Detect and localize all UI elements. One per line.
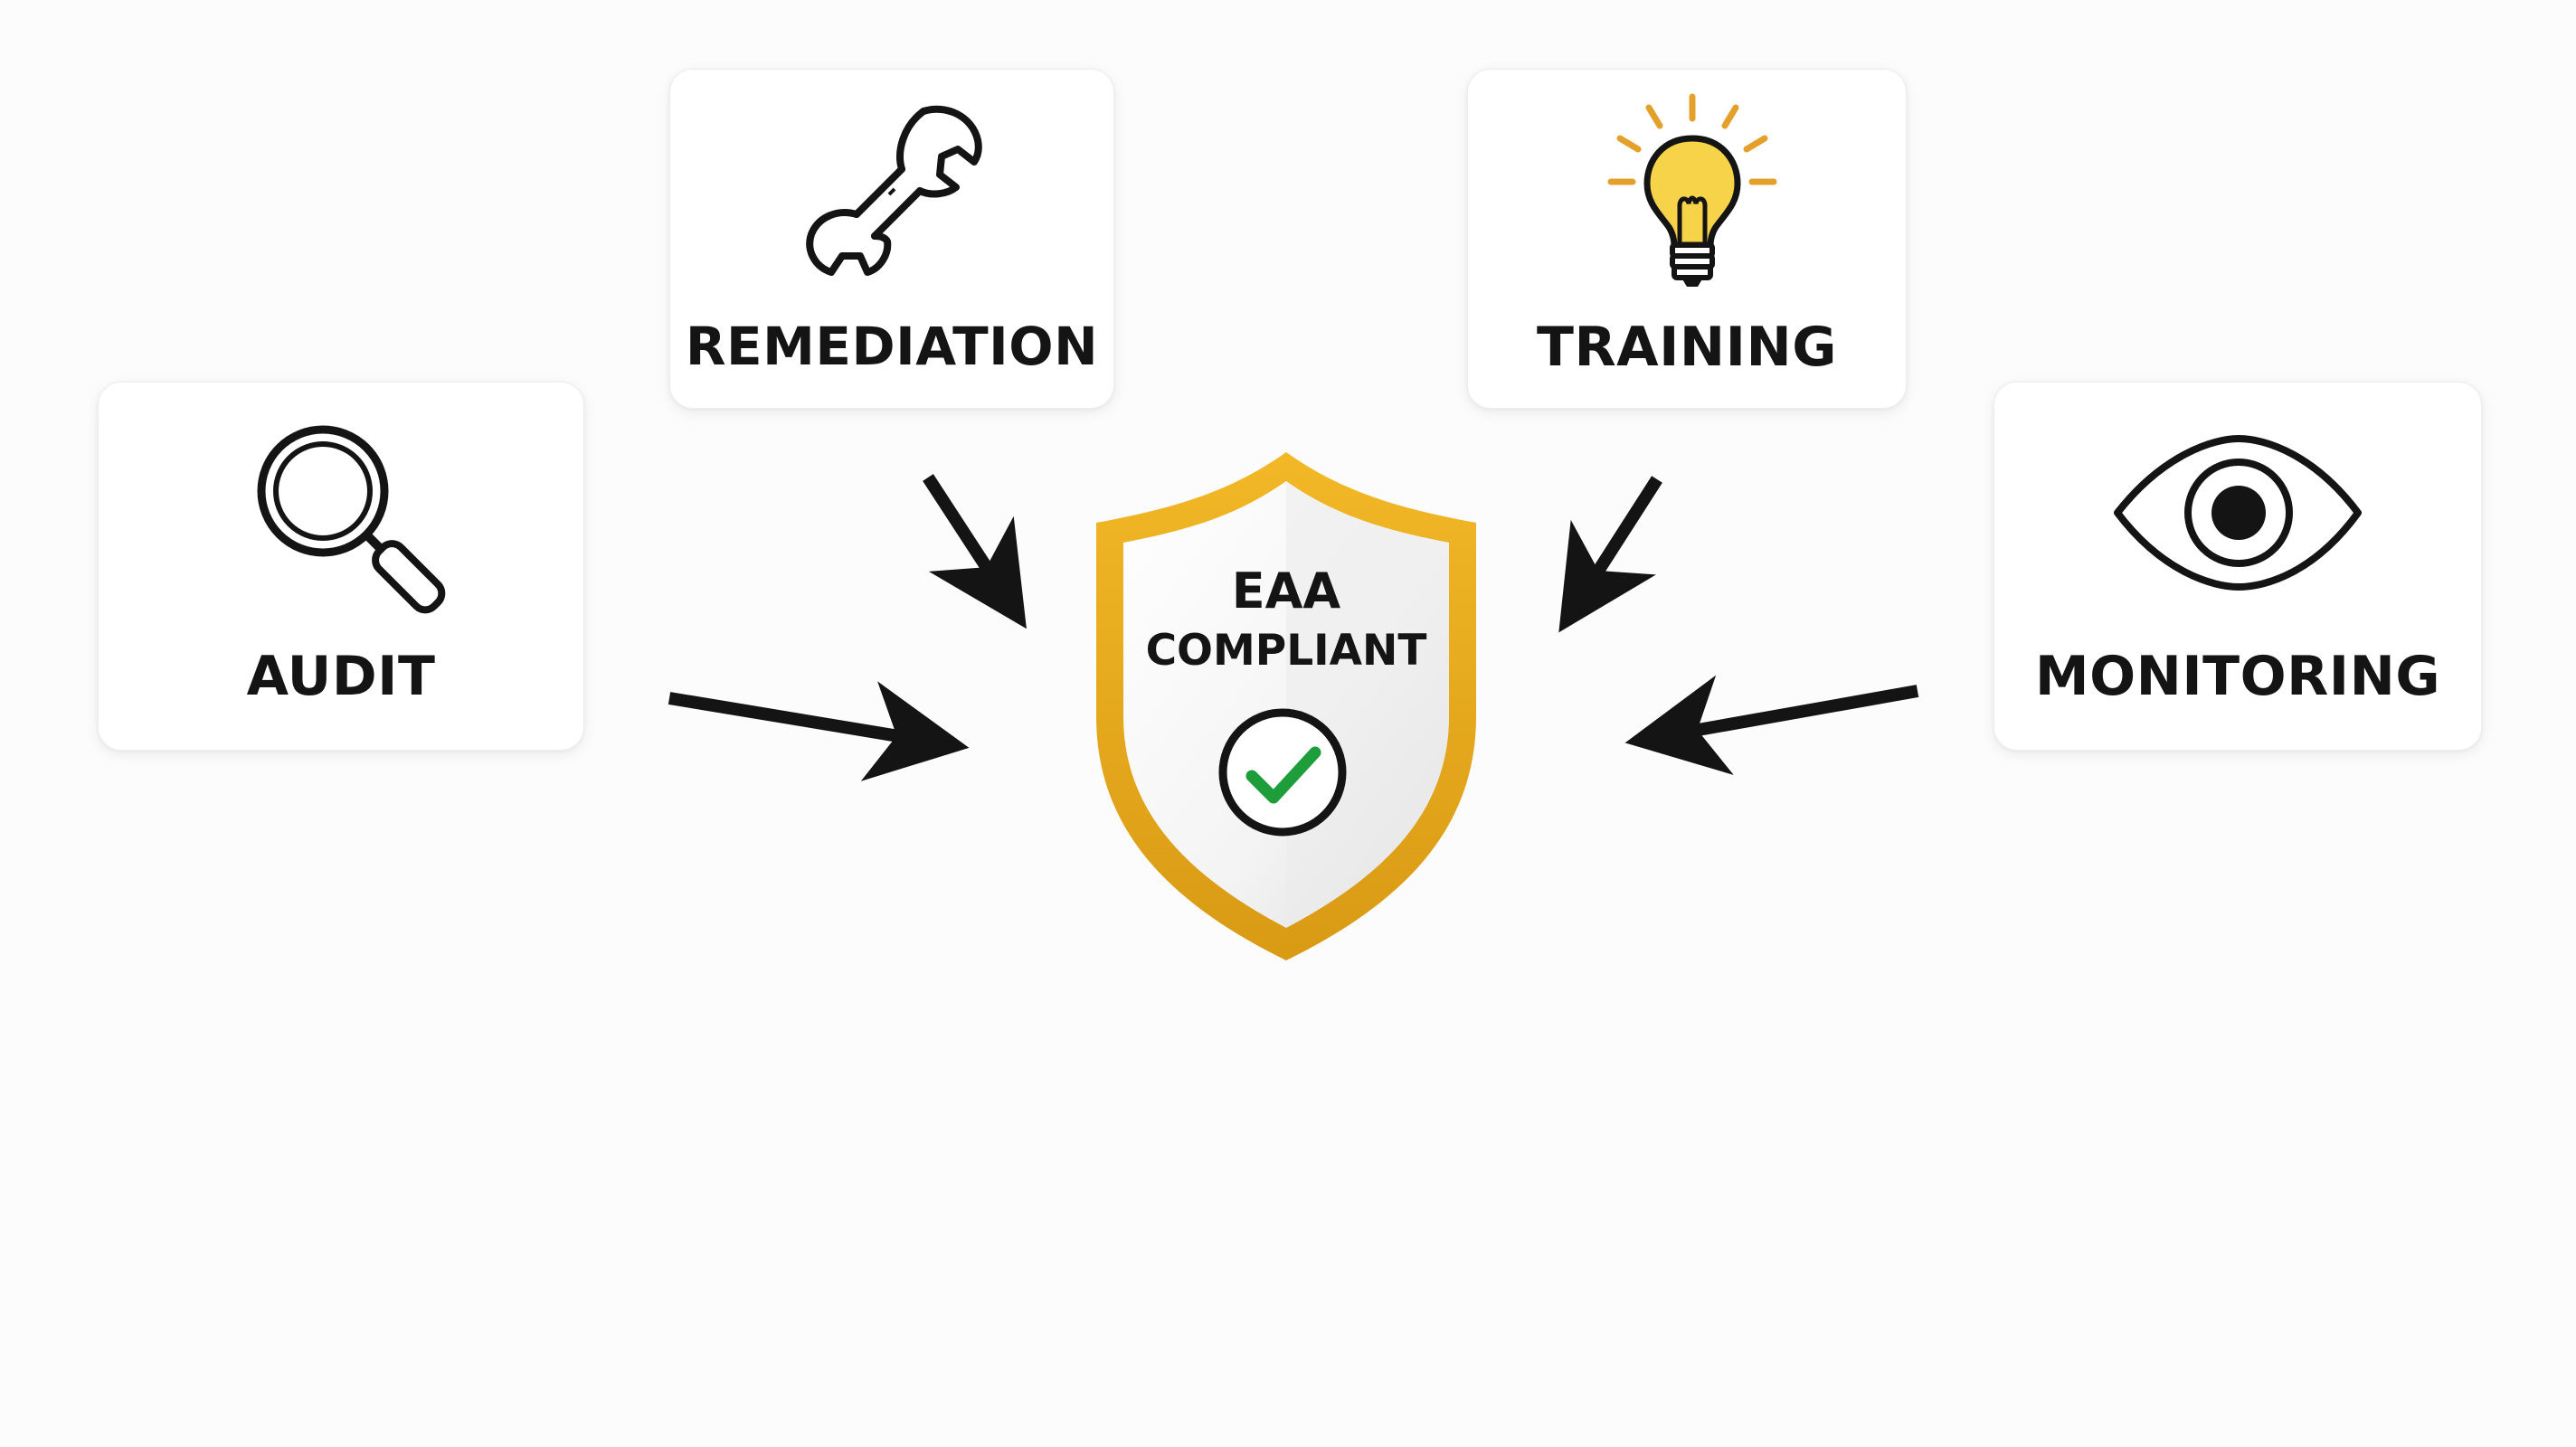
shield-badge [1096, 452, 1476, 960]
arrow-monitoring-to-center [1624, 675, 1919, 775]
magnifying-glass-icon [243, 411, 469, 638]
audit-card: AUDIT [98, 382, 584, 751]
monitoring-label: MONITORING [2034, 645, 2441, 708]
remediation-card: REMEDIATION [669, 69, 1114, 409]
training-card: TRAINING [1467, 69, 1907, 409]
training-label: TRAINING [1537, 316, 1837, 379]
shield-title-line1: EAA [1231, 563, 1341, 619]
shield-title-line2: COMPLIANT [1145, 626, 1427, 676]
wrench-icon [788, 93, 996, 301]
lightbulb-icon [1584, 86, 1801, 303]
arrow-training-to-center [1558, 476, 1662, 633]
monitoring-card: MONITORING [1994, 382, 2482, 751]
eye-icon [2107, 428, 2369, 600]
arrow-remediation-to-center [923, 474, 1027, 629]
arrow-audit-to-center [668, 681, 970, 781]
audit-label: AUDIT [246, 645, 436, 708]
remediation-label: REMEDIATION [685, 316, 1099, 377]
